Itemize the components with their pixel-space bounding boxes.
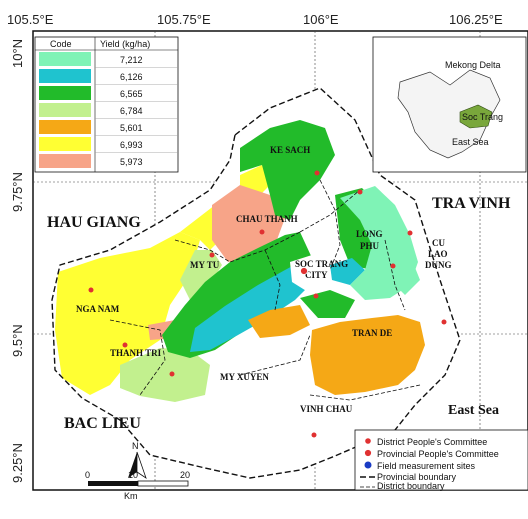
- key-district-boundary: District boundary: [377, 481, 445, 491]
- key-district-committee: District People's Committee: [377, 437, 487, 447]
- tick-labels: 105.5°E 105.75°E 106°E 106.25°E 10°N 9.7…: [7, 12, 503, 483]
- lon-tick-3: 106°E: [303, 12, 339, 27]
- inset-province-label: Soc Trang: [462, 112, 503, 122]
- legend-header-code: Code: [50, 39, 72, 49]
- provincial-committee-marker: [300, 267, 308, 275]
- district-nga-nam: NGA NAM: [76, 304, 120, 314]
- region-hau-giang: HAU GIANG: [47, 214, 141, 231]
- legend-swatch: [39, 103, 91, 117]
- scale-tick-0: 0: [85, 470, 90, 480]
- district-thanh-tri: THANH TRI: [110, 348, 162, 358]
- region-tra-vinh: TRA VINH: [432, 195, 511, 212]
- district-chau-thanh: CHAU THANH: [236, 214, 298, 224]
- legend-yield-value: 6,126: [120, 72, 143, 82]
- district-boundaries: [109, 179, 421, 401]
- legend-yield-value: 7,212: [120, 55, 143, 65]
- legend-swatch: [39, 86, 91, 100]
- zone-yellow-west: [55, 232, 200, 395]
- legend-rows: 7,212 6,126 6,565 6,784 5,601 6,993 5,973: [39, 52, 178, 168]
- district-committee-markers: [88, 170, 447, 438]
- zone-orange-trande: [310, 315, 425, 395]
- legend-yield-value: 5,973: [120, 157, 143, 167]
- inset-map: Mekong Delta Soc Trang East Sea: [372, 36, 527, 173]
- district-long-phu-1: LONG: [356, 229, 383, 239]
- legend-yield-value: 6,565: [120, 89, 143, 99]
- district-cu-lao-3: DUNG: [425, 260, 452, 270]
- district-soc-trang-city: CITY: [305, 270, 328, 280]
- lat-tick-4: 9.25°N: [10, 443, 25, 483]
- district-tran-de: TRAN DE: [352, 328, 392, 338]
- zone-pink-chauthanh: [212, 185, 285, 262]
- district-ke-sach: KE SACH: [270, 145, 310, 155]
- zone-aqua-culao: [392, 250, 420, 295]
- key-field-sites: Field measurement sites: [377, 461, 476, 471]
- district-my-xuyen: MY XUYEN: [220, 372, 269, 382]
- zone-lightgreen-thanhtri: [120, 348, 210, 402]
- zone-green-kesach: [240, 120, 335, 220]
- scale-unit: Km: [124, 491, 138, 501]
- zone-lightgreen-mytu: [180, 250, 222, 300]
- symbol-key: District People's Committee Provincial P…: [354, 429, 528, 491]
- legend-yield-value: 6,993: [120, 140, 143, 150]
- legend-header-yield: Yield (kg/ha): [100, 39, 150, 49]
- region-east-sea: East Sea: [448, 403, 499, 418]
- scale-bar: 0 10 20 Km: [85, 470, 190, 501]
- scale-tick-20: 20: [180, 470, 190, 480]
- inset-soc-trang: [459, 104, 493, 129]
- symbol-key-frame: [354, 429, 528, 491]
- district-long-phu-2: PHU: [360, 241, 379, 251]
- soc-trang-city-zone: [290, 255, 330, 292]
- lat-tick-2: 9.75°N: [10, 172, 25, 212]
- north-arrow: N: [128, 441, 147, 479]
- district-cu-lao-1: CU: [432, 238, 445, 248]
- legend-yield-value: 5,601: [120, 123, 143, 133]
- lon-tick-2: 105.75°E: [157, 12, 211, 27]
- legend: Code Yield (kg/ha) 7,212 6,126 6,565 6,784 5…: [34, 36, 179, 173]
- district-my-tu: MY TU: [190, 260, 220, 270]
- key-provincial-committee: Provincial People's Committee: [377, 449, 499, 459]
- inset-mekong-label: Mekong Delta: [445, 60, 501, 70]
- scale-tick-10: 10: [128, 470, 138, 480]
- legend-swatch: [39, 137, 91, 151]
- lat-tick-3: 9.5°N: [10, 324, 25, 357]
- legend-swatch: [39, 52, 91, 66]
- lat-tick-1: 10°N: [10, 39, 25, 68]
- zone-cyan-east: [330, 258, 365, 285]
- inset-delta-outline: [397, 69, 501, 159]
- legend-yield-value: 6,784: [120, 106, 143, 116]
- region-bac-lieu: BAC LIEU: [64, 415, 141, 432]
- legend-swatch: [39, 120, 91, 134]
- district-cu-lao-2: LAO: [428, 249, 448, 259]
- north-label: N: [132, 441, 139, 451]
- district-vinh-chau: VINH CHAU: [300, 404, 353, 414]
- inset-sea-label: East Sea: [452, 137, 489, 147]
- lon-tick-1: 105.5°E: [7, 12, 54, 27]
- zone-orange-north: [248, 305, 310, 338]
- key-provincial-boundary: Provincial boundary: [377, 472, 457, 482]
- lon-tick-4: 106.25°E: [449, 12, 503, 27]
- legend-swatch: [39, 69, 91, 83]
- legend-swatch: [39, 154, 91, 168]
- district-soc-trang: SOC TRANG: [295, 259, 348, 269]
